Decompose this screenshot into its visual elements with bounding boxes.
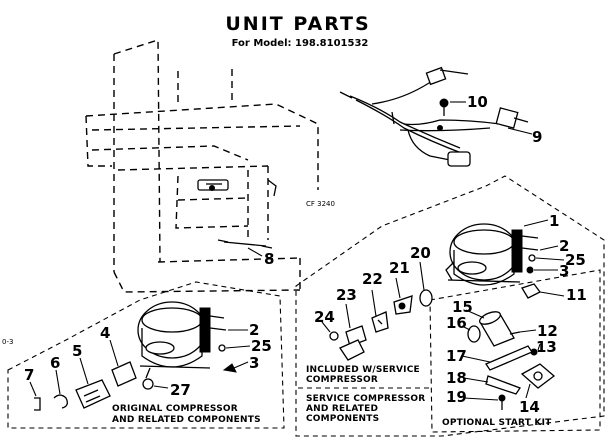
part-number-2-original: 2 [249,321,259,339]
part-22 [371,289,389,333]
part-number-3-original: 3 [249,354,259,372]
caption-original-line1: ORIGINAL COMPRESSOR [112,404,238,414]
cabinet-outline [85,39,319,293]
part-number-18: 18 [446,369,467,387]
part-number-1: 1 [549,212,559,230]
part-number-14: 14 [519,398,540,416]
bracket-included [339,339,365,361]
clip-part-7 [29,381,41,411]
part-23 [345,303,367,347]
part-number-24: 24 [314,308,335,326]
part-number-25-original: 25 [251,337,272,355]
caption-service-line2: AND RELATED [306,404,378,414]
part-12 [509,329,537,335]
part-24 [321,321,339,341]
clip-part-6 [53,369,68,409]
wire-harness-part [339,66,533,167]
caption-original-line2: AND RELATED COMPONENTS [112,415,261,425]
part-number-9: 9 [532,128,542,146]
part-number-27: 27 [170,381,191,399]
part-number-21: 21 [389,259,410,277]
service-section-frame [295,175,605,437]
part-number-6: 6 [50,354,60,372]
part-number-20: 20 [410,244,431,262]
model-line: For Model: 198.8101532 [232,38,369,49]
drier-part [217,239,273,257]
start-kit-frame [429,269,601,433]
part-number-7: 7 [24,366,34,384]
part-number-17: 17 [446,347,467,365]
bushing-part-16 [461,325,481,343]
original-small-parts [218,329,251,373]
clip-part-18 [463,375,521,395]
part-number-23: 23 [336,286,357,304]
relay-part-14 [520,363,556,399]
part-number-19: 19 [446,388,467,406]
service-small-parts [526,245,565,274]
diagram-title: UNIT PARTS [225,13,370,35]
part-number-12: 12 [537,322,558,340]
part-number-13: 13 [536,338,557,356]
cabinet-component [197,179,277,197]
screw-part-10 [437,98,466,131]
part-number-22: 22 [362,270,383,288]
original-compressor-part [137,301,227,379]
part-number-4: 4 [100,324,110,342]
grommet-part-11 [521,283,565,299]
part-4 [109,339,137,387]
figure-code: CF 3240 [306,200,335,208]
part-number-5: 5 [72,342,82,360]
part-number-25: 25 [565,251,586,269]
part-13 [530,343,541,356]
service-compressor-part [445,219,549,286]
caption-included-line2: COMPRESSOR [306,375,378,385]
part-27 [142,378,169,390]
bracket-part-17 [461,345,533,371]
caption-optional-start-kit: OPTIONAL START KIT [442,418,552,428]
part-number-11: 11 [566,286,587,304]
capacitor-part-15 [465,309,515,347]
caption-service-line1: SERVICE COMPRESSOR [306,394,425,404]
caption-service-line3: COMPONENTS [306,414,379,424]
part-number-8: 8 [264,250,274,268]
part-number-3: 3 [559,262,569,280]
caption-included-line1: INCLUDED W/SERVICE [306,365,420,375]
relay-part-5 [75,357,111,409]
part-number-16: 16 [446,314,467,332]
part-20 [419,261,433,307]
part-number-2: 2 [559,237,569,255]
screw-part-19 [463,394,506,410]
part-number-10: 10 [467,93,488,111]
margin-mark: 0-3 [2,338,13,346]
part-number-15: 15 [452,298,473,316]
part-21 [393,277,413,315]
